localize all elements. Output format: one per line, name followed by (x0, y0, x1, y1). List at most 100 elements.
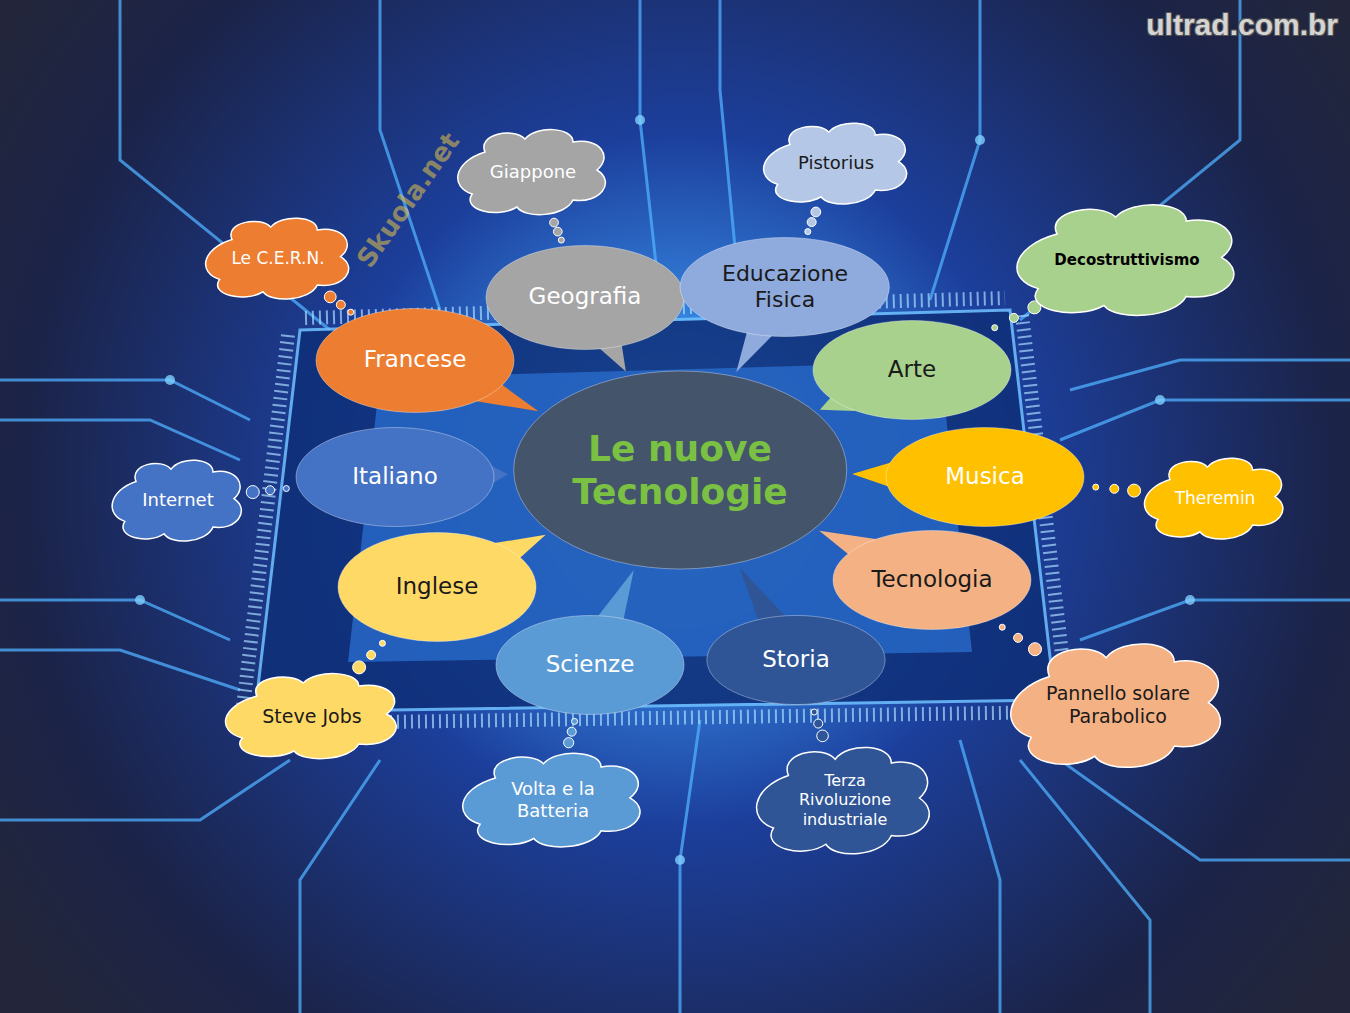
bubble-outline (886, 428, 1084, 527)
node-label: Le nuove Tecnologie (565, 427, 795, 513)
trace (0, 650, 240, 690)
cloud-outline (463, 753, 640, 847)
thought-dot (992, 325, 998, 331)
thought-dot (805, 229, 811, 235)
node-label: Geografia (528, 283, 643, 311)
node-label: Steve Jobs (261, 705, 363, 728)
bubble-outline (813, 321, 1011, 420)
node-label: Educazione Fisica (714, 261, 856, 314)
trace (1060, 400, 1350, 440)
cloud-outline (458, 130, 606, 215)
thought-cloud: Steve Jobs (220, 666, 405, 766)
watermark: ultrad.com.br (1146, 8, 1338, 42)
thought-dot (336, 300, 345, 309)
bubble-outline (513, 371, 846, 569)
node-text-wrap: Educazione Fisica (714, 261, 856, 314)
thought-dot (564, 738, 574, 748)
pad (1185, 595, 1195, 605)
node-text-wrap: Pannello solare Parabolico (1046, 682, 1190, 728)
thought-dots (246, 486, 289, 499)
node-label: Theremin (1174, 488, 1257, 508)
bubble-outline (338, 533, 536, 642)
node-label: Scienze (545, 651, 636, 679)
cloud-outline (225, 674, 396, 759)
node-text-wrap: Italiano (351, 463, 439, 491)
subject-bubble: Francese (315, 308, 515, 413)
subject-bubble: Geografia (485, 245, 685, 350)
thought-cloud: Terza Rivoluzione industriale (751, 738, 938, 863)
trace (930, 0, 980, 300)
thought-dot (553, 227, 562, 236)
thought-dot (367, 650, 376, 659)
node-label: Italiano (351, 463, 439, 491)
trace (1060, 760, 1350, 860)
node-text-wrap: Le C.E.R.N. (230, 248, 326, 268)
bubble-outline (680, 238, 889, 337)
thought-cloud: Volta e la Batteria (457, 745, 649, 855)
node-label: Le C.E.R.N. (230, 248, 326, 268)
node-text-wrap: Internet (141, 489, 215, 511)
thought-dots (564, 718, 578, 747)
thought-dot (348, 309, 354, 315)
trace (0, 600, 230, 640)
node-label: Storia (761, 646, 831, 674)
node-label: Inglese (395, 573, 480, 601)
thought-dot (283, 486, 289, 492)
node-label: Arte (887, 356, 938, 384)
bubble-outline (296, 428, 494, 527)
bubble-outline (486, 245, 684, 349)
thought-dot (1093, 484, 1099, 490)
subject-bubble: Tecnologia (832, 530, 1032, 630)
bubble-outline (316, 308, 514, 412)
thought-dot (266, 486, 275, 495)
thought-cloud: Le C.E.R.N. (201, 211, 356, 306)
node-text-wrap: Theremin (1174, 488, 1257, 508)
thought-cloud: Theremin (1140, 451, 1290, 546)
bubble-outline (496, 616, 684, 715)
thought-dots (999, 624, 1041, 655)
node-text-wrap: Giappone (489, 161, 578, 183)
cloud-outline (205, 218, 348, 299)
subject-bubble: Musica (885, 427, 1085, 527)
thought-dots (811, 709, 828, 742)
trace (300, 760, 380, 1013)
subject-bubble: Inglese (337, 532, 537, 642)
node-label: Decostruttivismo (1053, 251, 1201, 269)
thought-cloud: Decostruttivismo (1010, 195, 1245, 325)
thought-dot (572, 718, 578, 724)
subject-bubble: Arte (812, 320, 1012, 420)
pad (635, 115, 645, 125)
thought-dots (1093, 484, 1141, 497)
node-text-wrap: Volta e la Batteria (492, 778, 613, 821)
thought-dot (1009, 313, 1018, 322)
node-text-wrap: Inglese (395, 573, 480, 601)
node-label: Giappone (489, 161, 578, 183)
thought-dot (353, 661, 366, 674)
pad (675, 855, 685, 865)
node-text-wrap: Le nuove Tecnologie (565, 427, 795, 513)
node-label: Terza Rivoluzione industriale (786, 771, 904, 829)
trace (0, 380, 250, 420)
node-text-wrap: Arte (887, 356, 938, 384)
node-text-wrap: Terza Rivoluzione industriale (786, 771, 904, 829)
node-text-wrap: Decostruttivismo (1053, 251, 1201, 269)
thought-dots (805, 207, 821, 234)
subject-bubble: Storia (706, 615, 886, 705)
thought-dot (807, 218, 816, 227)
pad (1155, 395, 1165, 405)
thought-cloud: Giappone (453, 122, 613, 222)
node-label: Volta e la Batteria (492, 778, 613, 821)
thought-dot (817, 730, 829, 742)
cloud-outline (1144, 458, 1282, 539)
pin-row (243, 335, 288, 707)
thought-dots (353, 640, 386, 674)
node-text-wrap: Tecnologia (870, 566, 994, 594)
thought-dots (992, 301, 1041, 331)
thought-dots (550, 218, 565, 243)
thought-dot (1028, 643, 1041, 656)
pad (975, 135, 985, 145)
